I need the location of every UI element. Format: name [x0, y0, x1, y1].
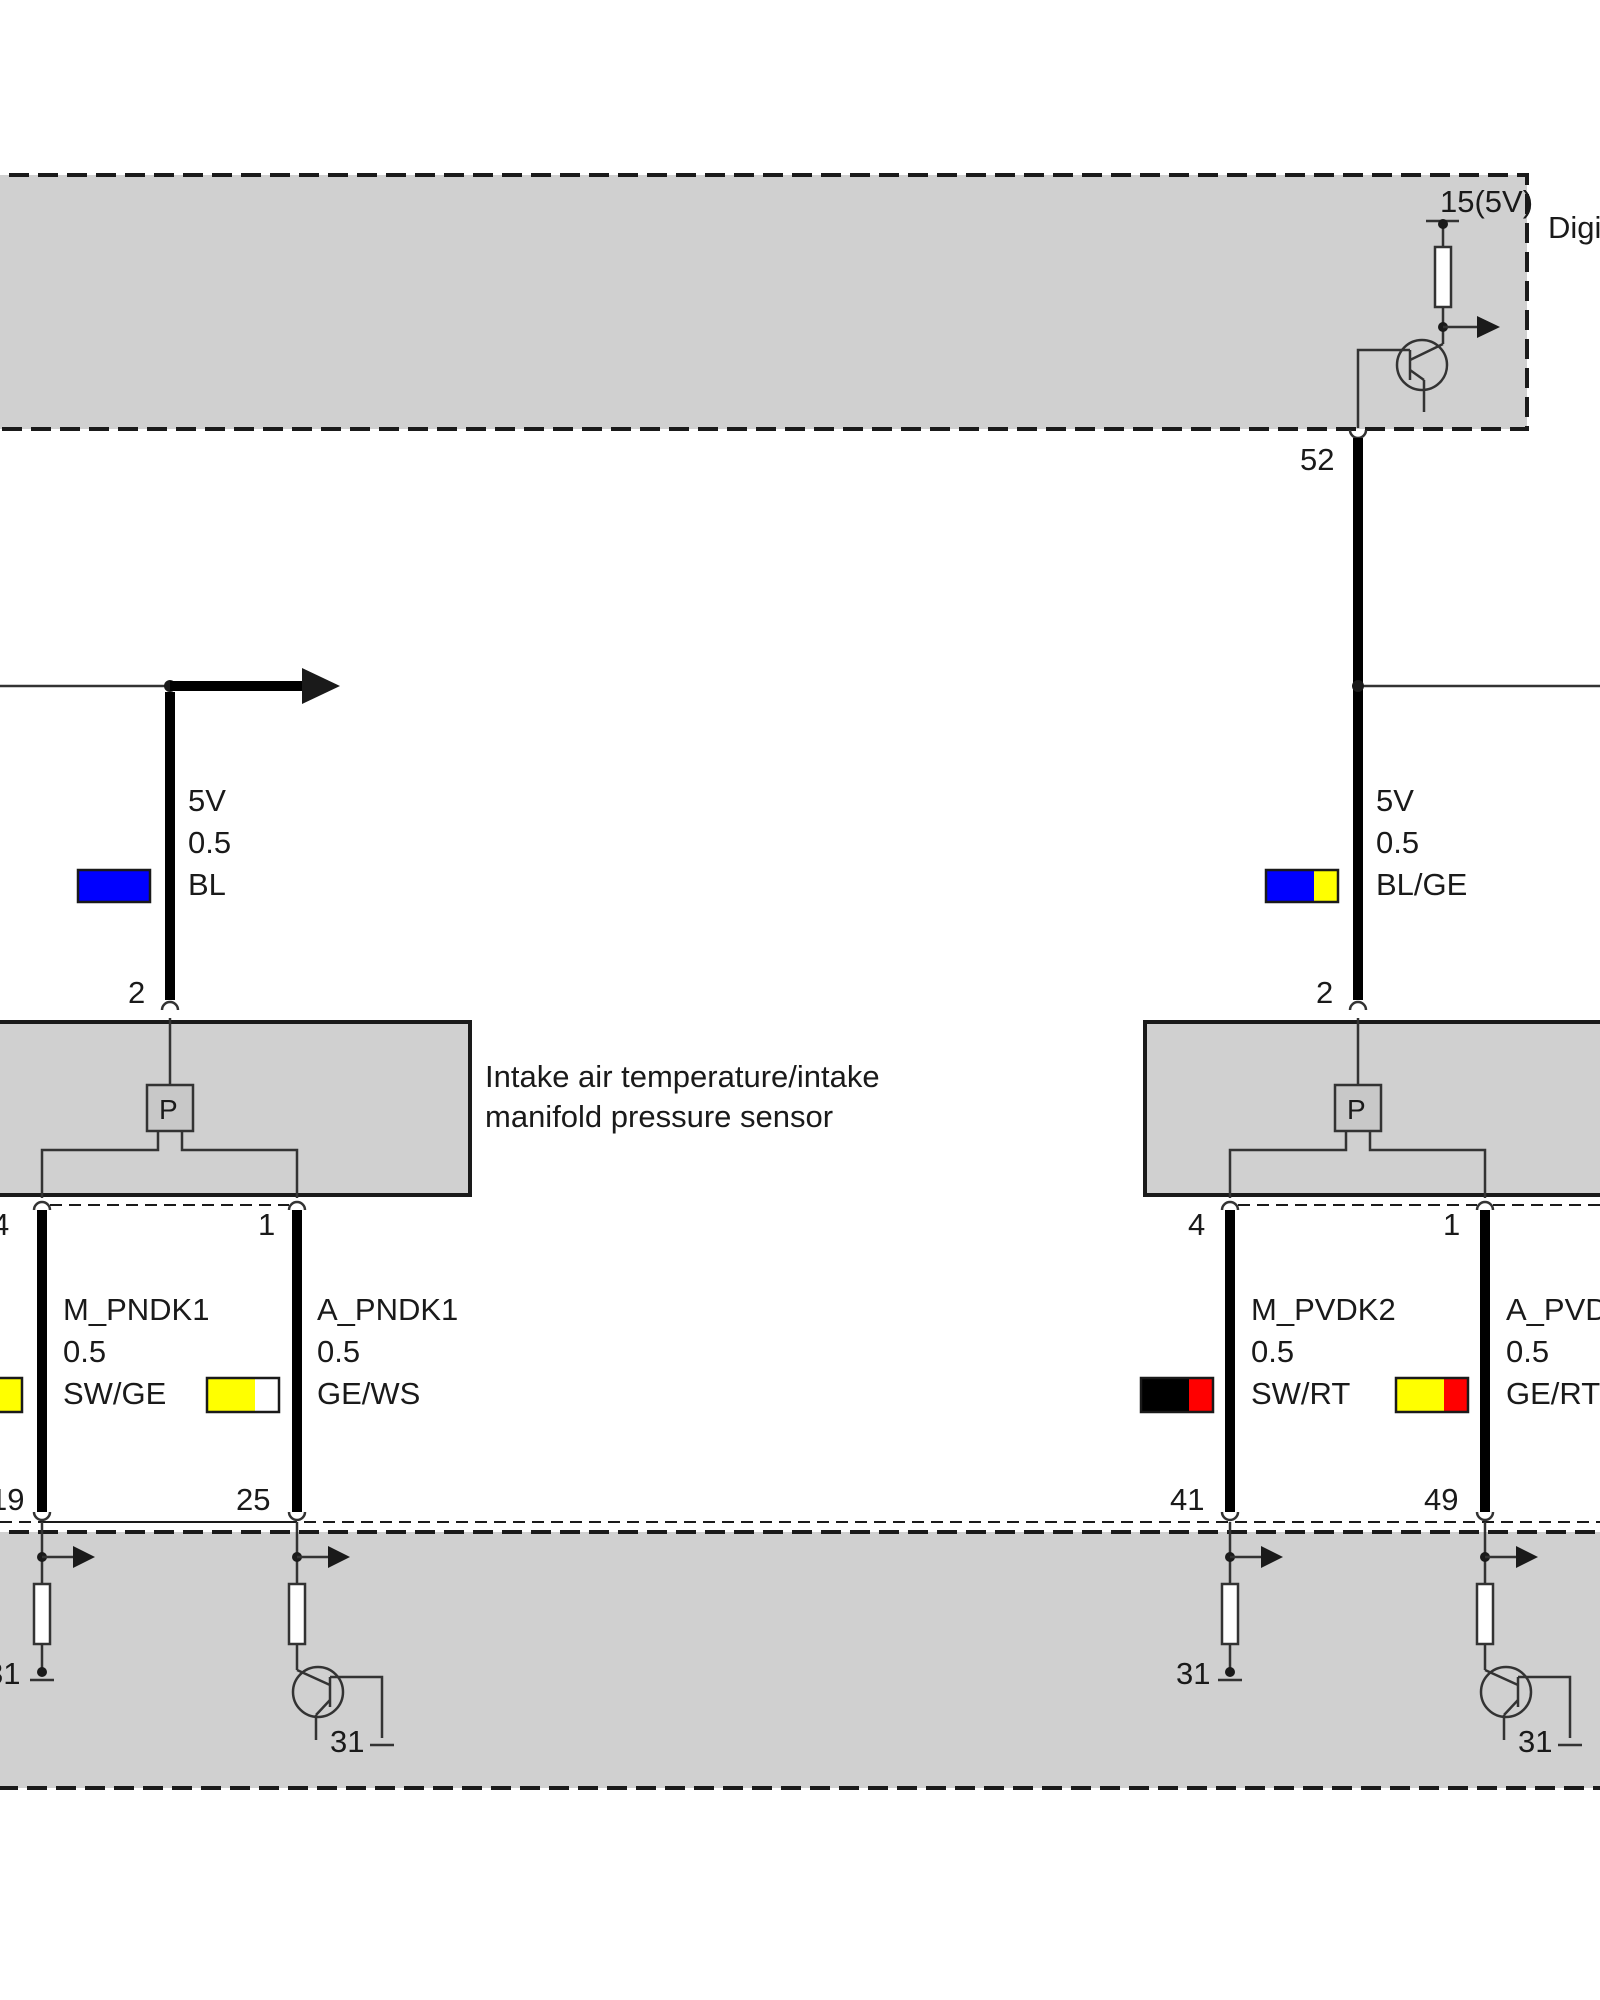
left-input-circuit-2: 31 [287, 1522, 394, 1759]
left-top-wire-swatch [76, 868, 152, 904]
top-module-driver-circuit: 15(5V) [1356, 184, 1533, 428]
right-sensor-pin-top: 2 [1316, 975, 1333, 1010]
ground-label-3: 31 [1176, 1656, 1210, 1691]
left-sensor: 2 5V 0.5 BL Intake air temperature/intak… [0, 692, 880, 1759]
top-module-label: Digi [1548, 210, 1600, 245]
right-sensor-pin-right: 1 [1443, 1207, 1460, 1242]
transistor-icon [291, 1665, 345, 1719]
right-wire-left-color: SW/RT [1251, 1376, 1350, 1411]
pressure-element-icon [145, 1083, 195, 1133]
left-wire-left-swatch [0, 1376, 24, 1414]
top-module-box [0, 173, 1529, 431]
left-5v-branch [0, 668, 340, 704]
right-input-circuit-2: 31 [1475, 1522, 1582, 1759]
output-arrow-icon [1477, 316, 1500, 338]
right-wire-right-swatch [1394, 1376, 1470, 1414]
left-sensor-pin-right: 1 [258, 1207, 275, 1242]
pullup-resistor [1433, 245, 1453, 309]
right-sensor-element-symbol: P [1347, 1094, 1366, 1125]
right-wire-right-gauge: 0.5 [1506, 1334, 1549, 1369]
right-top-wire-swatch [1264, 868, 1340, 904]
input-arrow-icon [328, 1546, 350, 1568]
right-wire-left-swatch [1139, 1376, 1215, 1414]
branch-arrow-icon [302, 668, 340, 704]
input-arrow-icon [1261, 1546, 1283, 1568]
input-arrow-icon [1516, 1546, 1538, 1568]
transistor-icon [1395, 338, 1449, 392]
left-wire-left-lower-pin: 19 [0, 1482, 24, 1517]
right-top-wire-gauge: 0.5 [1376, 825, 1419, 860]
left-wire-right-swatch [205, 1376, 281, 1414]
supply-label: 15(5V) [1440, 184, 1533, 219]
top-module: Digi 15(5V) [0, 173, 1600, 431]
left-top-wire-color: BL [188, 867, 226, 902]
ground-label-2: 31 [330, 1724, 364, 1759]
left-sensor-pin-left: 4 [0, 1207, 9, 1242]
right-wire-left-signal: M_PVDK2 [1251, 1292, 1396, 1327]
left-sensor-label-line1: Intake air temperature/intake [485, 1059, 880, 1094]
bottom-module [0, 1521, 1600, 1790]
right-wire-right-lower-pin: 49 [1424, 1482, 1458, 1517]
right-top-wire-signal: 5V [1376, 783, 1414, 818]
top-module-pin: 52 [1300, 442, 1334, 477]
left-sensor-box [0, 1020, 472, 1197]
left-wire-right-gauge: 0.5 [317, 1334, 360, 1369]
left-wire-right-signal: A_PNDK1 [317, 1292, 458, 1327]
input-arrow-icon [73, 1546, 95, 1568]
ground-label-1: 31 [0, 1656, 20, 1691]
left-sensor-label-line2: manifold pressure sensor [485, 1099, 833, 1134]
right-sensor-pin-left: 4 [1188, 1207, 1205, 1242]
left-top-wire-gauge: 0.5 [188, 825, 231, 860]
left-wire-left-gauge: 0.5 [63, 1334, 106, 1369]
right-wire-right-signal: A_PVDK2 [1506, 1292, 1600, 1327]
right-wire-right-color: GE/RT [1506, 1376, 1600, 1411]
bottom-module-box [0, 1530, 1600, 1790]
right-input-circuit-1: 31 [1176, 1522, 1283, 1691]
right-sensor: 2 5V 0.5 BL/GE P 4 1 41 49 M_PVDK2 0.5 S… [1139, 783, 1600, 1759]
left-wire-right-lower-pin: 25 [236, 1482, 270, 1517]
ground-label-4: 31 [1518, 1724, 1552, 1759]
swatch-fill [78, 870, 150, 902]
left-sensor-pin-top: 2 [128, 975, 145, 1010]
left-sensor-element-symbol: P [159, 1094, 178, 1125]
left-wire-left-signal: M_PNDK1 [63, 1292, 209, 1327]
right-top-wire-color: BL/GE [1376, 867, 1467, 902]
left-input-circuit-1: 31 [0, 1522, 95, 1691]
transistor-icon [1479, 1665, 1533, 1719]
right-wire-left-gauge: 0.5 [1251, 1334, 1294, 1369]
right-wire-left-lower-pin: 41 [1170, 1482, 1204, 1517]
pressure-element-icon [1333, 1083, 1383, 1133]
left-wire-left-color: SW/GE [63, 1376, 166, 1411]
left-top-wire-signal: 5V [188, 783, 226, 818]
right-5v-branch: 52 [1300, 429, 1600, 1000]
left-wire-right-color: GE/WS [317, 1376, 420, 1411]
